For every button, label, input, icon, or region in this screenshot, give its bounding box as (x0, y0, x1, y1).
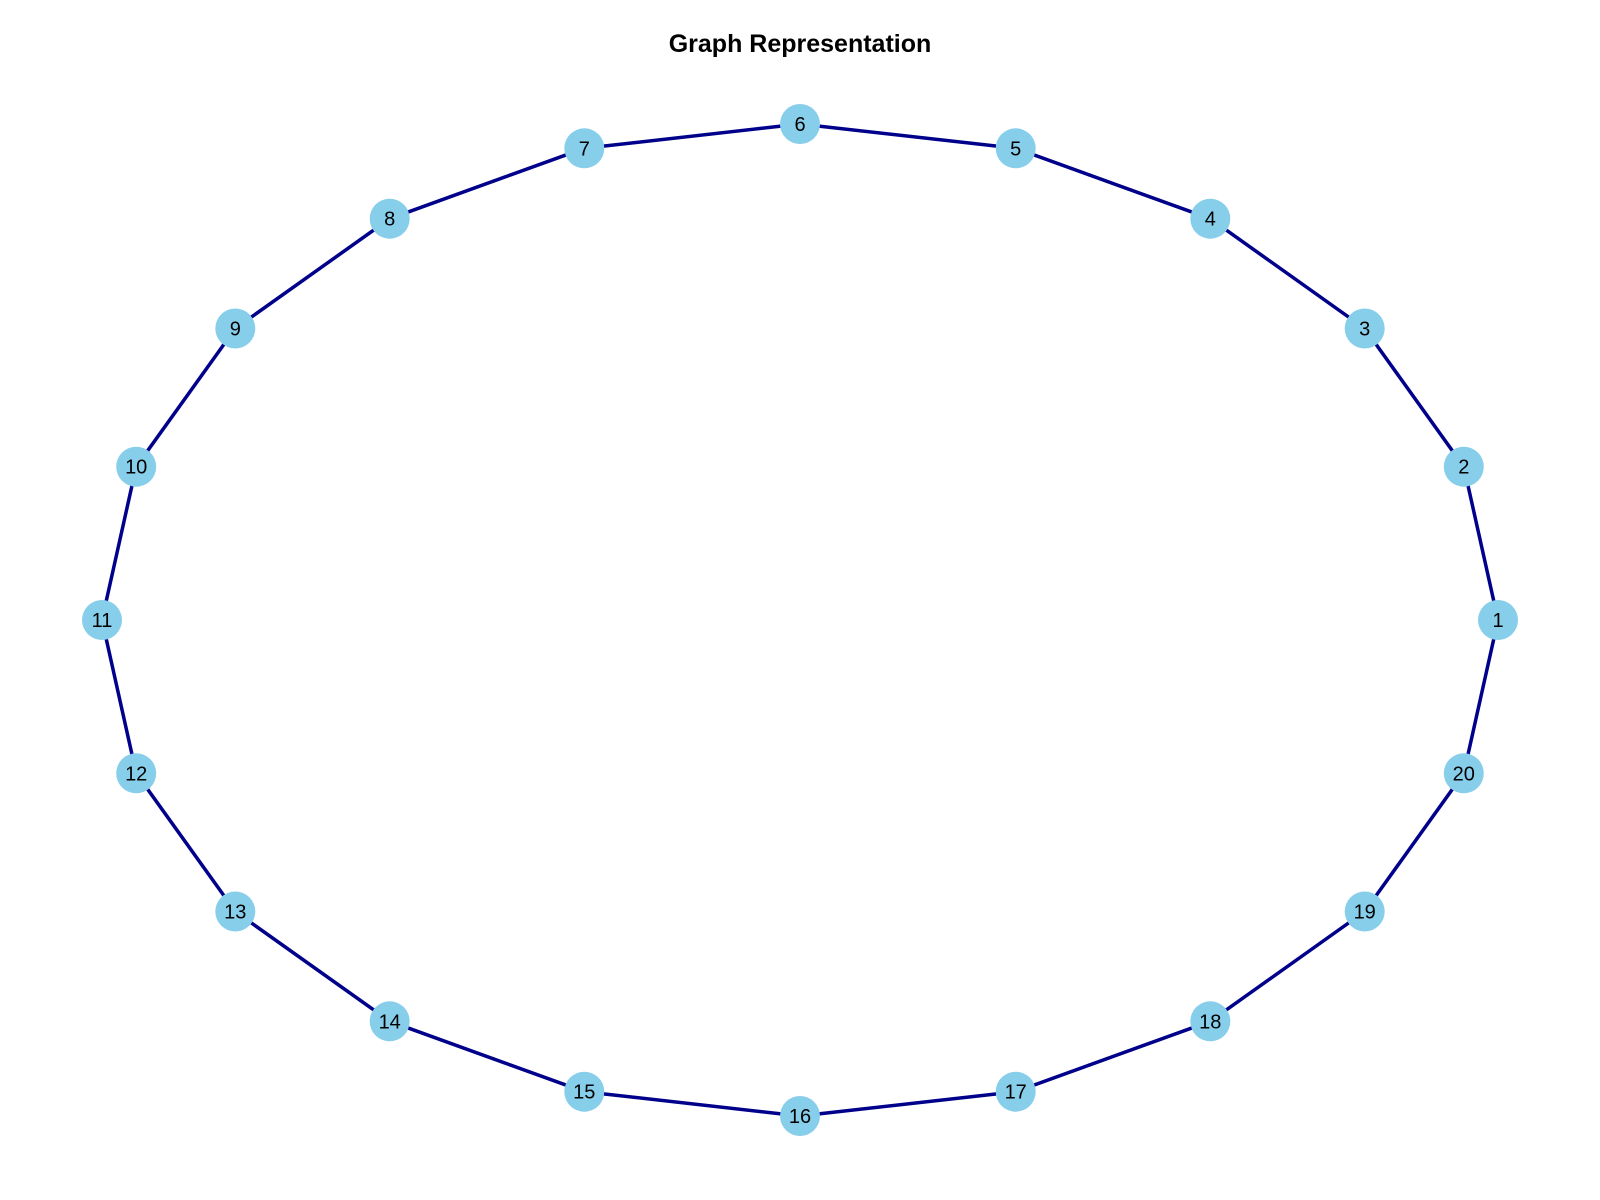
node-circle (369, 1001, 410, 1042)
node-15: 15 (564, 1071, 605, 1112)
node-2: 2 (1443, 446, 1484, 487)
node-circle (82, 600, 122, 640)
edge-3-4 (1209, 217, 1366, 330)
node-circle (564, 1071, 605, 1112)
edge-20-1 (1462, 619, 1500, 774)
edge-17-18 (1015, 1019, 1211, 1094)
node-circle (116, 446, 157, 487)
node-label: 16 (789, 1106, 811, 1128)
node-circle (780, 1096, 820, 1136)
node-12: 12 (116, 753, 157, 794)
graph-title: Graph Representation (668, 30, 932, 58)
node-label: 5 (1010, 138, 1021, 160)
node-6: 6 (780, 104, 820, 144)
edge-7-8 (389, 146, 585, 221)
node-circle (369, 198, 410, 239)
node-circle (780, 104, 820, 144)
node-11: 11 (82, 600, 122, 640)
node-circle (215, 891, 256, 932)
edge-19-20 (1363, 772, 1466, 913)
node-label: 3 (1359, 319, 1370, 341)
edge-12-13 (134, 772, 237, 913)
node-label: 9 (230, 319, 241, 341)
node-label: 18 (1199, 1011, 1221, 1033)
node-circle (564, 128, 605, 169)
node-17: 17 (995, 1071, 1036, 1112)
node-label: 6 (794, 114, 805, 136)
edge-9-10 (134, 327, 237, 468)
node-16: 16 (780, 1096, 820, 1136)
node-label: 8 (384, 209, 395, 231)
node-label: 7 (579, 138, 590, 160)
node-19: 19 (1344, 891, 1385, 932)
node-label: 10 (125, 457, 147, 479)
edge-16-17 (799, 1089, 1016, 1118)
node-circle (1344, 308, 1385, 349)
node-label: 13 (224, 902, 246, 924)
node-4: 4 (1190, 198, 1231, 239)
node-8: 8 (369, 198, 410, 239)
edge-15-16 (584, 1089, 801, 1118)
node-label: 14 (379, 1011, 401, 1033)
node-circle (215, 308, 256, 349)
edge-10-11 (100, 466, 138, 621)
edge-8-9 (234, 217, 391, 330)
node-9: 9 (215, 308, 256, 349)
node-13: 13 (215, 891, 256, 932)
node-3: 3 (1344, 308, 1385, 349)
edge-14-15 (389, 1019, 585, 1094)
edge-6-7 (584, 122, 801, 151)
node-circle (116, 753, 157, 794)
edge-18-19 (1209, 910, 1366, 1023)
node-18: 18 (1190, 1001, 1231, 1042)
node-10: 10 (116, 446, 157, 487)
edge-5-6 (799, 122, 1016, 151)
node-1: 1 (1478, 600, 1518, 640)
edges-layer (100, 122, 1500, 1118)
node-label: 15 (573, 1082, 595, 1104)
node-circle (1478, 600, 1518, 640)
node-7: 7 (564, 128, 605, 169)
node-5: 5 (995, 128, 1036, 169)
node-label: 4 (1205, 209, 1216, 231)
node-label: 12 (125, 763, 147, 785)
node-circle (1190, 198, 1231, 239)
node-label: 20 (1453, 763, 1475, 785)
edge-11-12 (100, 619, 138, 774)
node-label: 1 (1492, 610, 1503, 632)
edge-1-2 (1462, 466, 1500, 621)
node-label: 2 (1458, 457, 1469, 479)
node-14: 14 (369, 1001, 410, 1042)
edge-13-14 (234, 910, 391, 1023)
node-circle (1190, 1001, 1231, 1042)
node-20: 20 (1443, 753, 1484, 794)
node-circle (995, 1071, 1036, 1112)
node-circle (1344, 891, 1385, 932)
node-label: 19 (1354, 902, 1376, 924)
node-circle (995, 128, 1036, 169)
node-label: 11 (92, 610, 113, 632)
edge-2-3 (1363, 327, 1466, 468)
node-circle (1443, 446, 1484, 487)
edge-4-5 (1015, 146, 1211, 221)
node-circle (1443, 753, 1484, 794)
node-label: 17 (1005, 1082, 1027, 1104)
